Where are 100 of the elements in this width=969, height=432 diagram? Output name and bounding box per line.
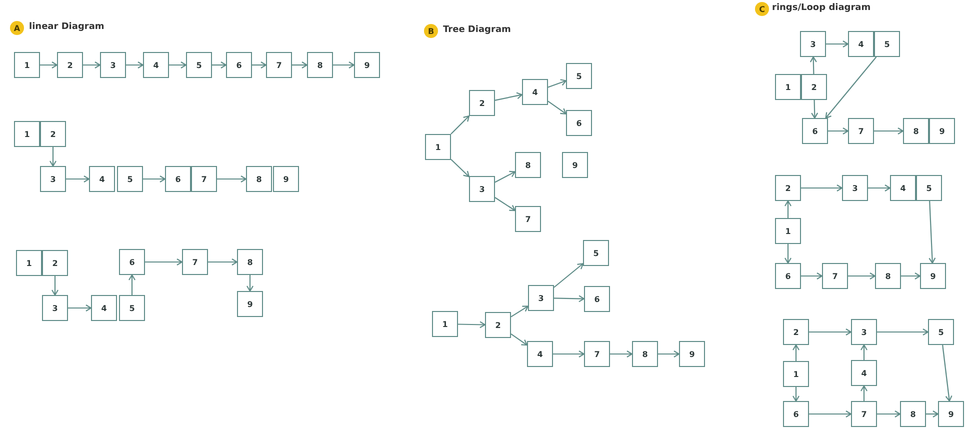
arrow [494, 92, 523, 101]
arrow [828, 127, 849, 135]
number-box: 6 [802, 118, 828, 144]
arrow [877, 410, 901, 418]
arrow [548, 79, 567, 88]
arrow [458, 321, 486, 328]
number-box: 4 [851, 360, 877, 386]
number-box: 2 [57, 52, 83, 78]
arrow [792, 344, 800, 361]
arrow [510, 334, 528, 346]
number-box: 6 [226, 52, 252, 78]
arrow [553, 350, 585, 358]
number-box: 8 [307, 52, 333, 78]
number-box: 5 [916, 175, 942, 201]
number-box: 5 [186, 52, 212, 78]
number-box: 4 [527, 341, 553, 367]
section-badge: A [10, 21, 24, 35]
arrow [926, 410, 939, 418]
number-box: 6 [783, 401, 809, 427]
number-box: 6 [165, 166, 191, 192]
arrow [874, 127, 904, 135]
number-box: 5 [583, 240, 609, 266]
arrow [143, 175, 166, 183]
number-box: 7 [848, 118, 874, 144]
number-box: 2 [40, 121, 66, 147]
section-heading: linear Diagram [29, 22, 104, 32]
arrow [942, 344, 952, 402]
arrow [554, 263, 584, 288]
number-box: 4 [91, 295, 117, 321]
number-box: 7 [584, 341, 610, 367]
number-box: 3 [100, 52, 126, 78]
number-box: 1 [775, 218, 801, 244]
arrow [554, 295, 585, 302]
number-box: 1 [783, 361, 809, 387]
arrow [792, 387, 800, 402]
arrow [548, 100, 567, 114]
arrow [450, 115, 470, 134]
arrow [811, 100, 818, 119]
number-box: 5 [117, 166, 143, 192]
number-box: 7 [822, 263, 848, 289]
number-box: 1 [432, 311, 458, 337]
number-box: 4 [890, 175, 916, 201]
arrow [450, 159, 470, 178]
number-box: 1 [425, 134, 451, 160]
number-box: 8 [237, 249, 263, 275]
number-box: 2 [783, 319, 809, 345]
number-box: 9 [354, 52, 380, 78]
arrow [49, 147, 57, 167]
arrow [169, 61, 187, 69]
arrow [217, 175, 247, 183]
arrow [860, 344, 868, 360]
number-box: 3 [42, 295, 68, 321]
number-box: 6 [566, 110, 592, 136]
number-box: 9 [920, 263, 946, 289]
arrow [510, 306, 529, 318]
number-box: 2 [469, 90, 495, 116]
number-box: 5 [874, 31, 900, 57]
number-box: 5 [928, 319, 954, 345]
number-box: 3 [851, 319, 877, 345]
arrow [784, 244, 792, 264]
arrow [145, 258, 183, 266]
arrow [128, 274, 136, 295]
number-box: 2 [42, 250, 68, 276]
number-box: 5 [119, 295, 145, 321]
number-box: 6 [119, 249, 145, 275]
number-box: 7 [191, 166, 217, 192]
arrow [784, 200, 792, 218]
arrow [809, 410, 852, 418]
arrow [40, 61, 58, 69]
number-box: 9 [938, 401, 964, 427]
arrow [901, 272, 921, 280]
number-box: 8 [900, 401, 926, 427]
arrow [826, 40, 849, 48]
number-box: 7 [851, 401, 877, 427]
number-box: 1 [775, 74, 801, 100]
arrow [848, 272, 876, 280]
section-badge: C [755, 2, 769, 16]
arrow [658, 350, 680, 358]
arrow [333, 61, 355, 69]
number-box: 6 [584, 286, 610, 312]
arrow [212, 61, 227, 69]
number-box: 3 [469, 176, 495, 202]
number-box: 1 [14, 121, 40, 147]
section-heading: Tree Diagram [443, 25, 511, 35]
arrow [126, 61, 144, 69]
number-box: 9 [562, 152, 588, 178]
number-box: 7 [515, 206, 541, 232]
number-box: 9 [237, 291, 263, 317]
arrow [860, 385, 868, 401]
number-box: 8 [903, 118, 929, 144]
arrow [208, 258, 238, 266]
number-box: 8 [632, 341, 658, 367]
arrow [610, 350, 633, 358]
arrow [809, 328, 852, 336]
arrow [68, 304, 92, 312]
number-box: 4 [89, 166, 115, 192]
arrow [51, 276, 59, 296]
number-box: 3 [40, 166, 66, 192]
arrow [66, 175, 90, 183]
section-badge: B [424, 24, 438, 38]
